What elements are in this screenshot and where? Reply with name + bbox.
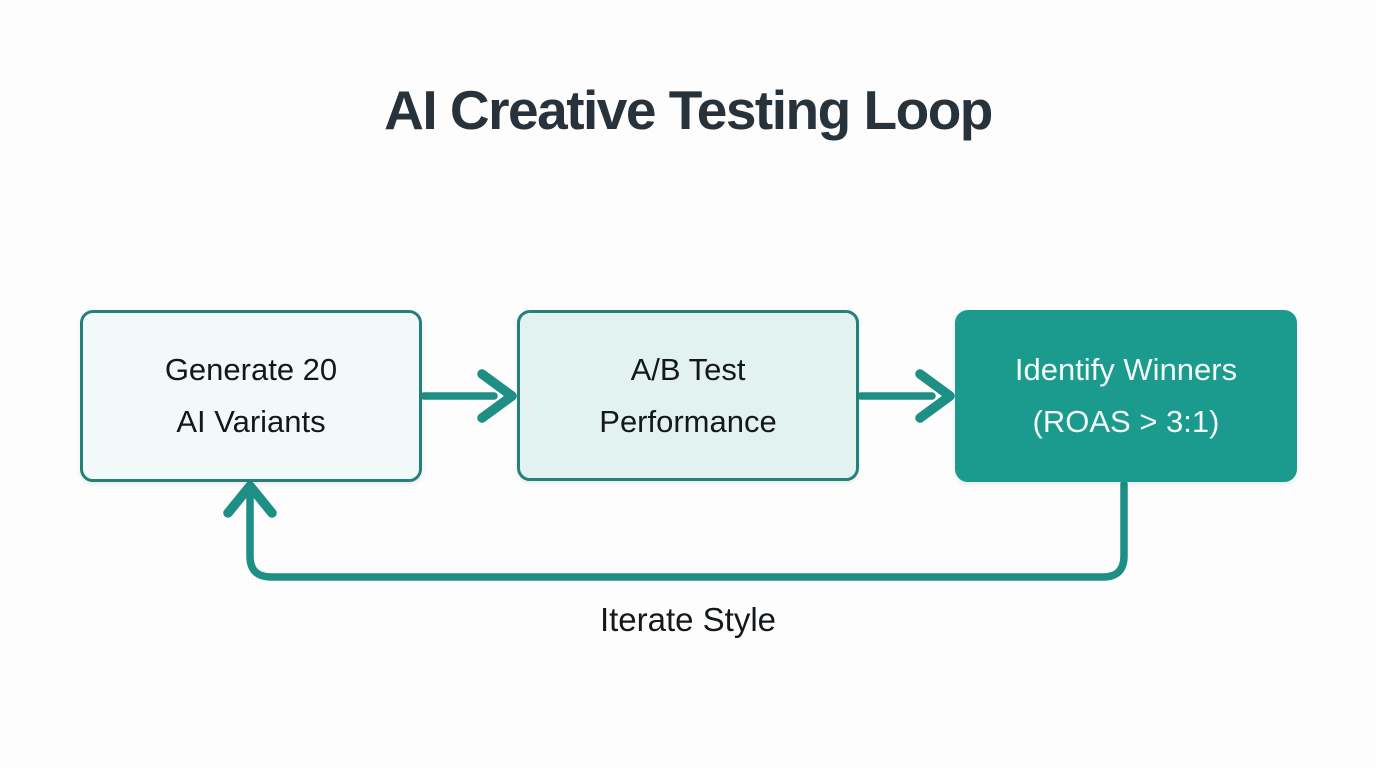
node-label-line1: Identify Winners: [1014, 352, 1238, 387]
diagram-title: AI Creative Testing Loop: [384, 79, 993, 141]
arrow-right-icon: [857, 369, 955, 423]
node-label-line2: (ROAS > 3:1): [1032, 404, 1220, 439]
node-label-line1: Generate 20: [164, 352, 338, 387]
node-label-line1: A/B Test: [630, 351, 746, 387]
node-label-line2: Performance: [599, 403, 777, 439]
node-label-line2: AI Variants: [176, 404, 326, 439]
loop-arrow-icon: [223, 480, 1128, 581]
loop-label: Iterate Style: [599, 601, 777, 638]
node-identify-winners: Identify Winners (ROAS > 3:1): [955, 310, 1297, 482]
arrow-right-icon: [420, 369, 517, 423]
node-generate-variants: Generate 20 AI Variants: [80, 310, 422, 482]
node-ab-test: A/B Test Performance: [517, 310, 859, 481]
